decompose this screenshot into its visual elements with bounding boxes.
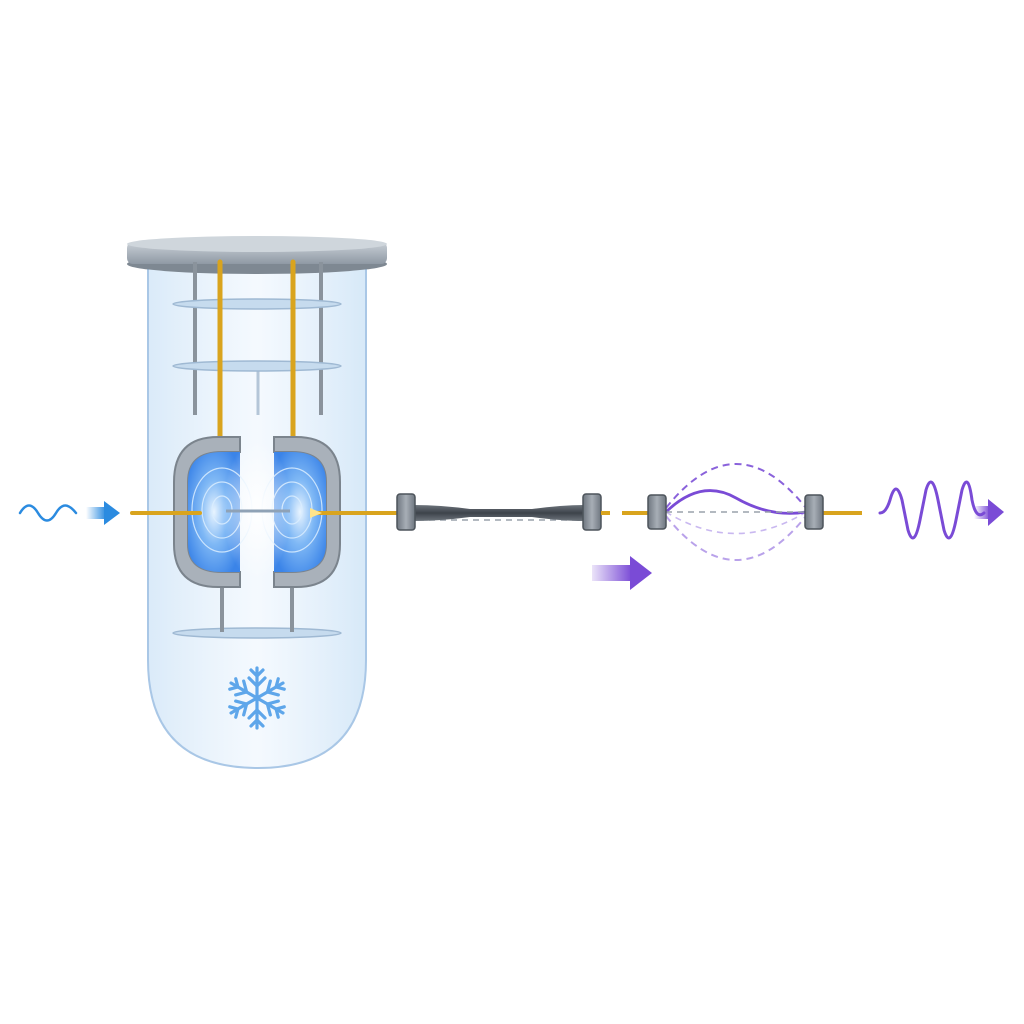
support-rods: [193, 262, 323, 415]
resonator-clamp-right: [804, 494, 824, 530]
input-signal: [18, 501, 120, 525]
coupling-cavity: [173, 436, 341, 588]
input-arrow-icon: [86, 501, 120, 525]
resonator-clamp-left: [647, 494, 667, 530]
resonator-mode: [622, 463, 862, 561]
waveguide-taper-icon: [414, 505, 584, 521]
cryostat: [127, 236, 387, 770]
waveguide-clamp-right: [582, 493, 602, 531]
output-arrow-icon: [974, 499, 1004, 526]
resonator-mode-icon: [665, 463, 807, 561]
waveguide-clamp-left: [396, 493, 416, 531]
output-signal: [878, 480, 1004, 540]
lower-rods: [220, 585, 294, 632]
gold-coax-lines: [217, 259, 296, 443]
output-wave-icon: [878, 480, 986, 540]
stage-plates: [172, 298, 342, 639]
tapered-waveguide: [384, 493, 610, 531]
cryostat-lid: [127, 236, 387, 274]
input-wave-icon: [18, 504, 78, 522]
snowflake-icon: [225, 666, 289, 730]
transfer-arrow-icon: [592, 556, 652, 590]
